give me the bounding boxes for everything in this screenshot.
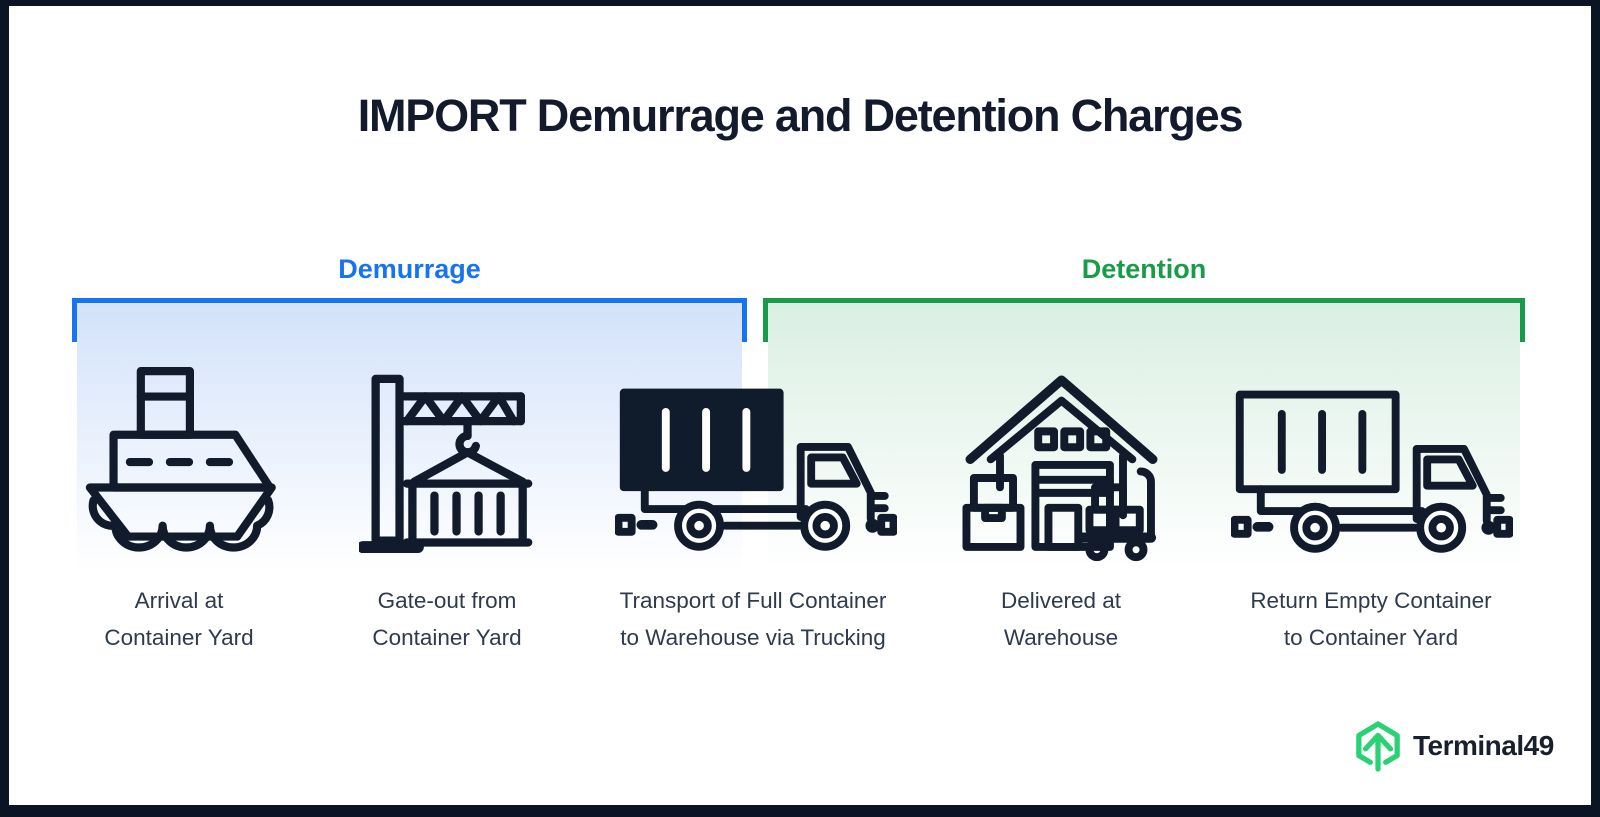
page-title: IMPORT Demurrage and Detention Charges: [357, 90, 1244, 141]
caption-line: Gate-out from: [377, 588, 517, 613]
terminal49-hexagon-arrow-icon: [1356, 721, 1400, 772]
canvas: IMPORT Demurrage and Detention Charges D…: [9, 6, 1591, 805]
warehouse-icon: [959, 366, 1164, 562]
caption-line: Transport of Full Container: [619, 588, 887, 613]
step-caption-delivered: Delivered at Warehouse: [911, 582, 1211, 656]
step-caption-transport: Transport of Full Container to Warehouse…: [583, 582, 923, 656]
stage: IMPORT Demurrage and Detention Charges D…: [9, 6, 1591, 805]
step-caption-return-empty: Return Empty Container to Container Yard: [1201, 582, 1541, 656]
truck-empty-container-icon: [1231, 380, 1513, 566]
step-caption-gate-out: Gate-out from Container Yard: [297, 582, 597, 656]
truck-full-container-icon: [615, 378, 897, 564]
crane-container-icon: [359, 366, 543, 559]
caption-line: Delivered at: [1000, 588, 1122, 613]
demurrage-phase-label: Demurrage: [338, 254, 481, 284]
step-caption-arrival: Arrival at Container Yard: [29, 582, 329, 656]
caption-line: Container Yard: [104, 625, 254, 650]
ship-icon: [79, 362, 279, 553]
caption-line: to Container Yard: [1283, 625, 1459, 650]
detention-bracket: [763, 298, 1525, 342]
terminal49-logo: Terminal49: [1355, 720, 1554, 772]
caption-line: to Warehouse via Trucking: [620, 625, 886, 650]
caption-line: Container Yard: [372, 625, 522, 650]
caption-line: Arrival at: [134, 588, 224, 613]
logo-wordmark: Terminal49: [1413, 730, 1554, 761]
demurrage-bracket: [72, 298, 747, 342]
detention-phase-label: Detention: [1081, 254, 1207, 284]
caption-line: Warehouse: [1003, 625, 1119, 650]
caption-line: Return Empty Container: [1250, 588, 1492, 613]
